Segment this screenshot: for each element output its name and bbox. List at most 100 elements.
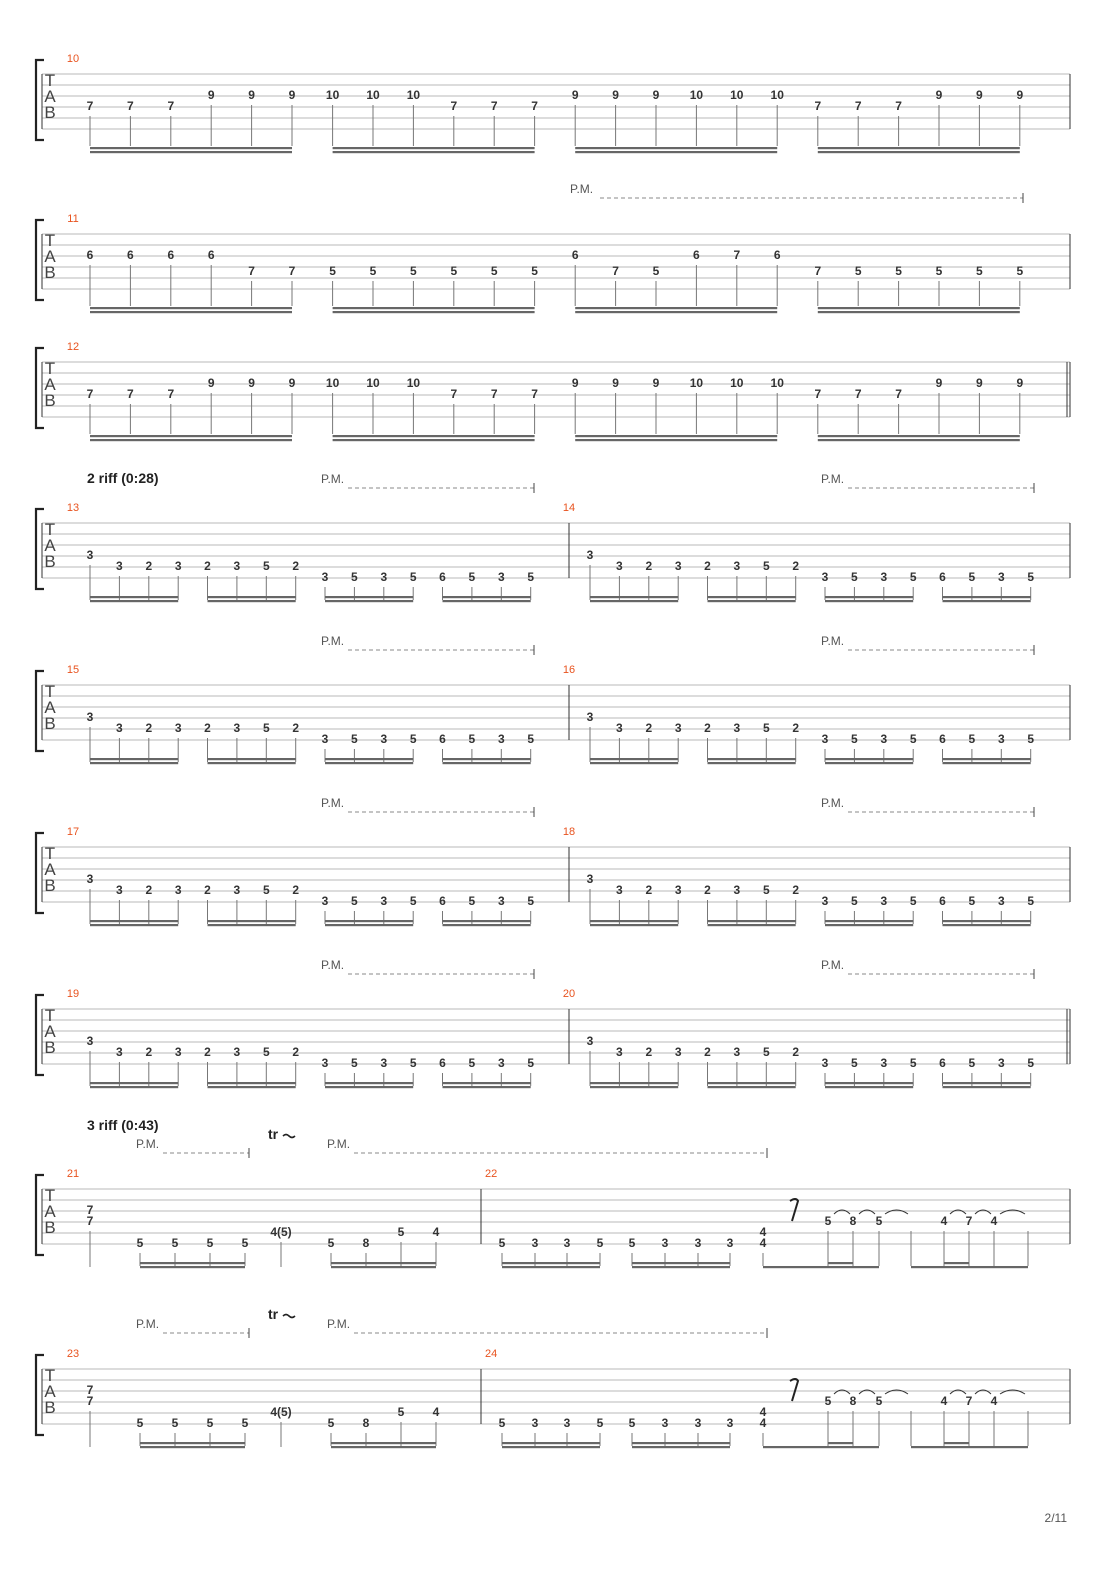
fret-number: 3 <box>498 1056 505 1070</box>
tie-arc <box>884 1389 909 1395</box>
fret-number: 3 <box>175 559 182 573</box>
beam <box>825 1082 914 1085</box>
fret-number: 3 <box>727 1416 734 1430</box>
beam <box>590 924 679 927</box>
fret-number: 2 <box>792 559 799 573</box>
fret-number: 3 <box>175 1045 182 1059</box>
beam <box>325 924 414 927</box>
beam <box>207 762 296 765</box>
fret-number: 10 <box>407 88 421 102</box>
beam <box>942 1082 1031 1085</box>
fret-number: 9 <box>936 376 943 390</box>
fret-number: 7 <box>814 99 821 113</box>
fret-number: 6 <box>167 248 174 262</box>
fret-number: 3 <box>380 570 387 584</box>
fret-number: 2 <box>145 883 152 897</box>
fret-number: 3 <box>880 570 887 584</box>
fret-number: 3 <box>380 894 387 908</box>
fret-number: 7 <box>855 387 862 401</box>
beam <box>90 600 179 603</box>
fret-number: 9 <box>289 376 296 390</box>
tab-staff <box>34 58 1071 142</box>
fret-number: 6 <box>774 248 781 262</box>
measure-number: 11 <box>67 213 78 225</box>
fret-number: 5 <box>855 264 862 278</box>
beam <box>817 439 1020 442</box>
fret-number: 3 <box>322 570 329 584</box>
fret-number: 5 <box>207 1236 214 1250</box>
fret-number: 5 <box>1027 1056 1034 1070</box>
measure-number: 22 <box>485 1168 497 1180</box>
beam <box>590 920 679 923</box>
beam <box>575 307 778 310</box>
fret-number: 3 <box>822 570 829 584</box>
fret-number: 5 <box>398 1405 405 1419</box>
section-label: 2 riff (0:28) <box>87 470 159 486</box>
fret-number: 5 <box>491 264 498 278</box>
fret-number: 7 <box>87 1214 94 1228</box>
fret-number: 5 <box>450 264 457 278</box>
beam <box>707 758 796 761</box>
fret-number: 5 <box>763 1045 770 1059</box>
beam <box>825 762 914 765</box>
tab-clef-letter: T <box>45 1366 55 1385</box>
fret-number: 6 <box>939 570 946 584</box>
fret-number: 7 <box>612 264 619 278</box>
measure-number: 15 <box>67 664 79 676</box>
fret-number: 5 <box>597 1416 604 1430</box>
beam <box>325 596 414 599</box>
fret-number: 6 <box>939 894 946 908</box>
tab-clef-letter: A <box>44 1022 56 1041</box>
fret-number: 3 <box>616 883 623 897</box>
fret-number: 5 <box>629 1416 636 1430</box>
tab-staff <box>34 1353 1071 1437</box>
tab-clef-letter: B <box>44 714 55 733</box>
fret-number: 3 <box>695 1416 702 1430</box>
measure-number: 14 <box>563 502 575 514</box>
rest-symbol <box>789 1378 800 1402</box>
fret-number: 3 <box>880 732 887 746</box>
palm-mute-label: P.M. <box>321 634 344 648</box>
tab-clef-letter: B <box>44 103 55 122</box>
measure-number: 21 <box>67 1168 79 1180</box>
fret-number: 9 <box>1016 376 1023 390</box>
fret-number: 5 <box>172 1416 179 1430</box>
beam <box>90 307 292 310</box>
beam <box>942 758 1031 761</box>
fret-number: 6 <box>693 248 700 262</box>
beam <box>590 1086 679 1089</box>
beam <box>944 1442 969 1445</box>
fret-number: 3 <box>380 732 387 746</box>
beam <box>575 435 778 438</box>
beam <box>331 1266 436 1269</box>
fret-number: 6 <box>939 1056 946 1070</box>
fret-number: 5 <box>851 570 858 584</box>
fret-number: 9 <box>936 88 943 102</box>
fret-number: 10 <box>366 88 380 102</box>
beam <box>632 1266 730 1269</box>
palm-mute-label: P.M. <box>327 1137 350 1151</box>
beam <box>207 920 296 923</box>
fret-number: 9 <box>572 88 579 102</box>
fret-number: 5 <box>969 894 976 908</box>
beam <box>442 1082 531 1085</box>
fret-number: 6 <box>572 248 579 262</box>
fret-number: 3 <box>116 559 123 573</box>
fret-number: 3 <box>532 1236 539 1250</box>
fret-number: 5 <box>137 1416 144 1430</box>
staff-bracket <box>34 1353 44 1437</box>
beam <box>502 1442 600 1445</box>
tab-clef-letter: B <box>44 1398 55 1417</box>
fret-number: 2 <box>645 721 652 735</box>
beam <box>825 1086 914 1089</box>
beam <box>90 758 179 761</box>
trill-label: tr <box>268 1126 279 1142</box>
fret-number: 7 <box>87 1203 94 1217</box>
fret-number: 5 <box>351 894 358 908</box>
tab-staff <box>34 346 1071 430</box>
tab-clef-letter: A <box>44 860 56 879</box>
fret-number: 2 <box>145 721 152 735</box>
fret-number: 2 <box>704 721 711 735</box>
fret-number: 5 <box>207 1416 214 1430</box>
